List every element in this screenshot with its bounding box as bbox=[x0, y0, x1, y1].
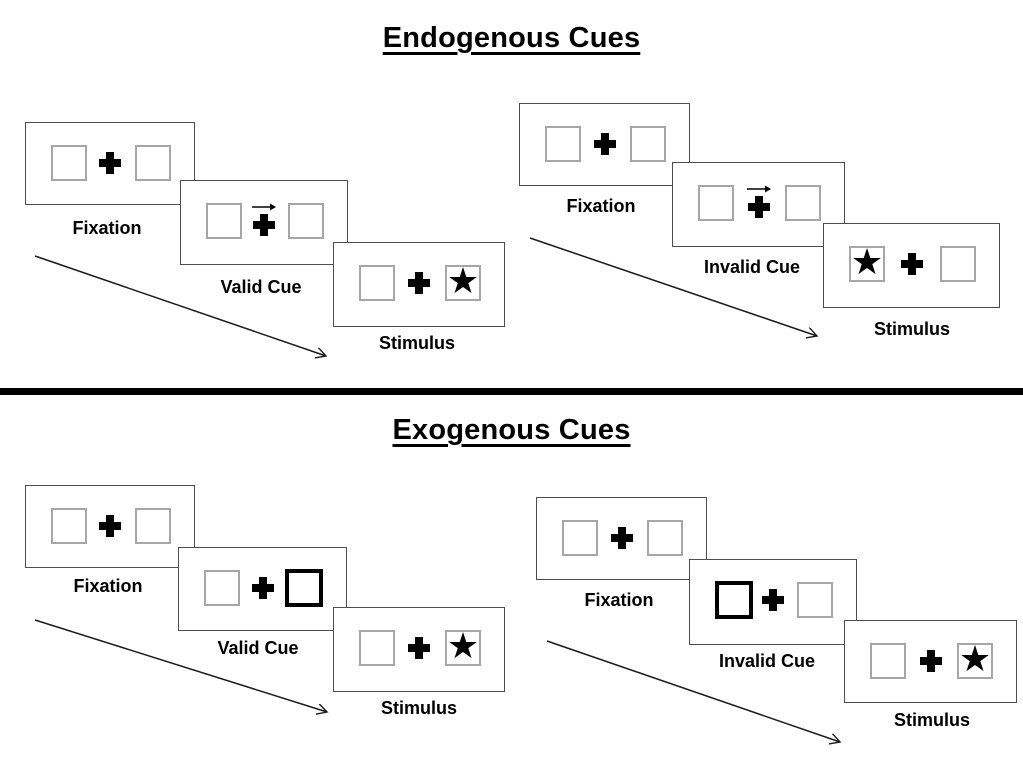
right-arrow-icon bbox=[252, 203, 276, 211]
fixation-cross-icon bbox=[919, 650, 942, 672]
right-box: ★ bbox=[445, 626, 481, 667]
panel-label: Stimulus bbox=[893, 710, 971, 730]
brightened-box bbox=[285, 569, 323, 607]
left-box bbox=[545, 126, 581, 162]
section-divider bbox=[0, 388, 1023, 395]
left-box bbox=[359, 265, 395, 301]
fixation-cross-icon bbox=[408, 637, 430, 659]
time-arrow-endogenous-valid bbox=[34, 255, 326, 356]
time-arrow-exogenous-valid bbox=[34, 619, 327, 712]
invalid-cue-panel bbox=[672, 162, 845, 247]
fixation-cross-icon bbox=[747, 196, 770, 218]
left-box bbox=[206, 203, 242, 239]
fixation-panel bbox=[25, 122, 195, 205]
section-title-endogenous: Endogenous Cues bbox=[382, 22, 641, 54]
panel-label: Valid Cue bbox=[220, 277, 302, 297]
right-box bbox=[940, 246, 976, 282]
panel-label: Stimulus bbox=[378, 333, 456, 353]
stimulus-panel: ★ bbox=[333, 607, 505, 692]
stimulus-panel: ★ bbox=[844, 620, 1017, 703]
valid-cue-panel bbox=[178, 547, 347, 631]
time-arrow-endogenous-invalid bbox=[529, 237, 817, 336]
left-box bbox=[51, 145, 87, 181]
panel-label: Stimulus bbox=[873, 319, 951, 339]
fixation-cross-icon bbox=[593, 133, 616, 155]
right-box bbox=[135, 145, 171, 181]
fixation-cross-icon bbox=[99, 515, 121, 537]
fixation-panel bbox=[519, 103, 690, 186]
panel-label: Stimulus bbox=[380, 698, 458, 718]
star-icon: ★ bbox=[446, 626, 480, 667]
fixation-cross-icon bbox=[900, 253, 923, 275]
right-arrow-icon bbox=[746, 185, 771, 193]
fixation-cross-icon bbox=[99, 152, 121, 174]
brightened-box bbox=[715, 581, 753, 619]
stimulus-panel: ★ bbox=[333, 242, 505, 327]
right-box bbox=[785, 185, 821, 221]
fixation-panel bbox=[25, 485, 195, 568]
right-box bbox=[288, 203, 324, 239]
star-icon: ★ bbox=[958, 639, 992, 680]
star-icon: ★ bbox=[850, 242, 884, 283]
panel-label: Fixation bbox=[72, 218, 142, 238]
panel-label: Fixation bbox=[584, 590, 654, 610]
fixation-cross-icon bbox=[253, 214, 275, 236]
right-box bbox=[647, 520, 683, 556]
left-box bbox=[204, 570, 240, 606]
right-box: ★ bbox=[957, 639, 993, 680]
fixation-cross-icon bbox=[251, 577, 274, 599]
stimulus-panel: ★ bbox=[823, 223, 1000, 308]
invalid-cue-panel bbox=[689, 559, 857, 645]
left-box bbox=[51, 508, 87, 544]
panel-label: Invalid Cue bbox=[718, 651, 816, 671]
left-box bbox=[870, 643, 906, 679]
section-title-exogenous: Exogenous Cues bbox=[392, 414, 631, 446]
fixation-cross-icon bbox=[762, 589, 784, 611]
left-box: ★ bbox=[849, 242, 885, 283]
panel-label: Invalid Cue bbox=[703, 257, 801, 277]
fixation-cross-icon bbox=[408, 272, 430, 294]
left-box bbox=[698, 185, 734, 221]
fixation-cross-icon bbox=[610, 527, 633, 549]
left-box bbox=[359, 630, 395, 666]
fixation-panel bbox=[536, 497, 707, 580]
panel-label: Valid Cue bbox=[217, 638, 299, 658]
panel-label: Fixation bbox=[566, 196, 636, 216]
valid-cue-panel bbox=[180, 180, 348, 265]
right-box: ★ bbox=[445, 261, 481, 302]
right-box bbox=[135, 508, 171, 544]
right-box bbox=[797, 582, 833, 618]
star-icon: ★ bbox=[446, 261, 480, 302]
panel-label: Fixation bbox=[73, 576, 143, 596]
right-box bbox=[630, 126, 666, 162]
left-box bbox=[562, 520, 598, 556]
